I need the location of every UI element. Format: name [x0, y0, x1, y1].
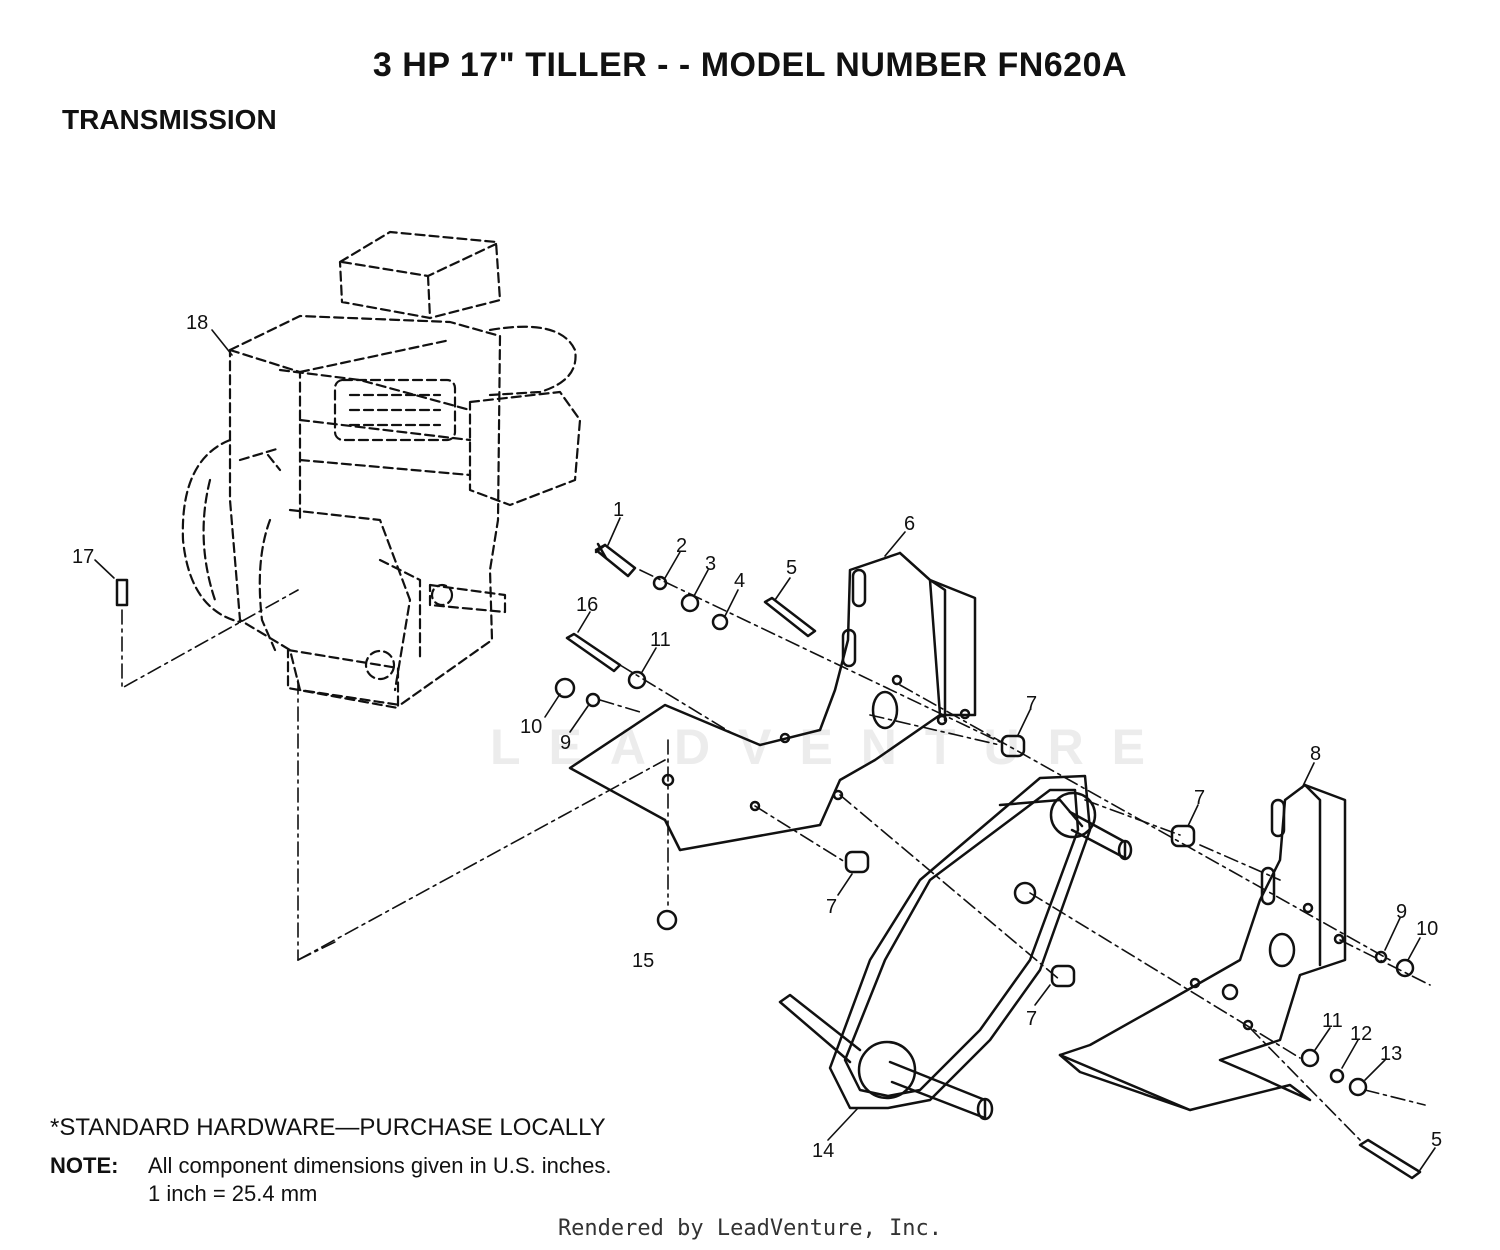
callout-label: 7: [1026, 693, 1037, 715]
callout-label: 4: [734, 570, 745, 592]
callout-label: 10: [520, 716, 542, 738]
callout-label: 10: [1416, 918, 1438, 940]
callout-label: 11: [1322, 1010, 1343, 1032]
callout-label: 5: [1431, 1129, 1442, 1151]
callout-label: 15: [632, 950, 654, 972]
left-mounting-bracket: [568, 551, 977, 852]
callout-leaders: [94, 329, 1436, 1171]
callout-label: 9: [1396, 901, 1407, 923]
chain-case-gearbox: [778, 774, 1133, 1121]
callout-label: 17: [72, 546, 94, 568]
section-heading: TRANSMISSION: [62, 104, 277, 135]
engine-phantom: [181, 230, 582, 710]
note-label: NOTE:: [50, 1153, 119, 1178]
dimensions-note: NOTE: All component dimensions given in U…: [50, 1152, 611, 1208]
fastener-hardware: [115, 542, 1422, 1180]
assembly-leader-lines: [121, 569, 1431, 1141]
note-line-2: 1 inch = 25.4 mm: [148, 1181, 318, 1206]
callout-label: 12: [1350, 1023, 1372, 1045]
standard-hardware-note: *STANDARD HARDWARE—PURCHASE LOCALLY: [50, 1114, 606, 1141]
callout-label: 13: [1380, 1043, 1402, 1065]
callout-label: 8: [1310, 743, 1321, 765]
callout-label: 3: [705, 553, 716, 575]
callout-label: 16: [576, 594, 598, 616]
right-mounting-bracket: [1058, 783, 1347, 1112]
diagram-title: 3 HP 17" TILLER - - MODEL NUMBER FN620A: [372, 46, 1128, 84]
callout-numbers: 1 2 3 4 5 6 16 11 10 9 7 7 7 7 8 9 10 11…: [72, 312, 1442, 1162]
spacers: [844, 734, 1196, 988]
note-line-1: All component dimensions given in U.S. i…: [148, 1153, 612, 1178]
callout-label: 9: [560, 732, 571, 754]
callout-label: 7: [826, 896, 837, 918]
callout-label: 14: [812, 1140, 834, 1162]
rendered-by-footer: Rendered by LeadVenture, Inc.: [557, 1216, 943, 1241]
callout-label: 5: [786, 557, 797, 579]
callout-label: 6: [904, 513, 915, 535]
callout-label: 2: [676, 535, 687, 557]
callout-label: 7: [1026, 1008, 1037, 1030]
callout-label: 18: [186, 312, 208, 334]
callout-label: 1: [613, 499, 624, 521]
callout-label: 11: [650, 629, 671, 651]
callout-label: 7: [1194, 787, 1205, 809]
leadventure-watermark: LEADVENTURE: [490, 719, 1174, 775]
